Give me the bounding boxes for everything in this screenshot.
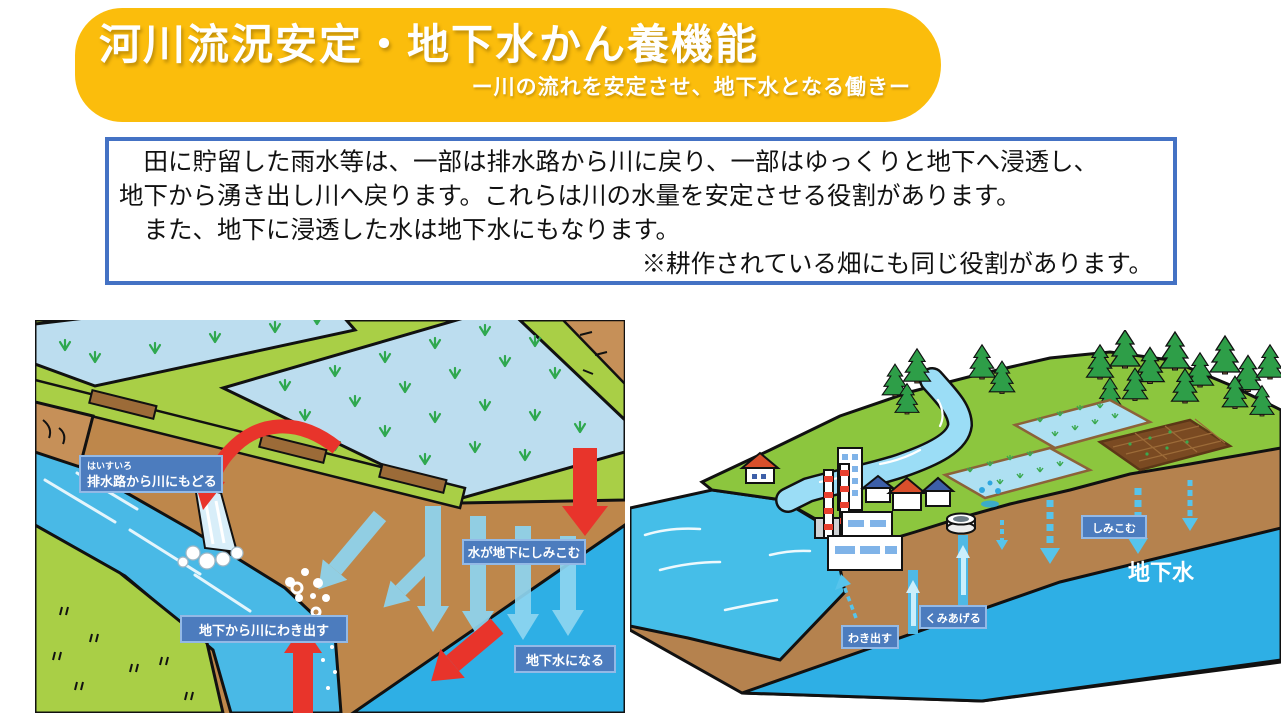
label-drain-text: 排水路から川にもどる xyxy=(87,474,217,489)
description-line-1: 田に貯留した雨水等は、一部は排水路から川に戻り、一部はゆっくりと地下へ浸透し、 xyxy=(119,149,1099,176)
description-line-3: また、地下に浸透した水は地下水にもなります。 xyxy=(119,217,681,244)
left-illustration: はいすいろ 排水路から川にもどる 水が地下にしみこむ 地下から川にわき出す 地下… xyxy=(35,320,625,713)
grass-bank xyxy=(35,523,225,713)
cross-section-flows xyxy=(835,480,1198,634)
label-drain-to-river: はいすいろ 排水路から川にもどる xyxy=(79,455,223,493)
svg-text:わき出す: わき出す xyxy=(848,631,892,645)
svg-text:地下水になる: 地下水になる xyxy=(526,653,604,668)
factory xyxy=(823,463,903,571)
page-title: 河川流況安定・地下水かん養機能 xyxy=(99,21,760,68)
svg-text:水が地下にしみこむ: 水が地下にしみこむ xyxy=(468,545,581,560)
spring-bubbles xyxy=(285,568,337,690)
label-becomes-groundwater: 地下水になる xyxy=(514,645,616,673)
label-seep: しみこむ xyxy=(1081,515,1147,539)
label-spring-to-river: 地下から川にわき出す xyxy=(180,615,348,643)
description-box: 田に貯留した雨水等は、一部は排水路から川に戻り、一部はゆっくりと地下へ浸透し、 … xyxy=(105,137,1177,285)
buildings xyxy=(739,447,1001,571)
label-pump-up: くみあげる xyxy=(919,605,987,629)
spring-drops xyxy=(979,480,1001,508)
house-left xyxy=(739,451,781,484)
drainage-channel xyxy=(35,378,467,510)
label-spring-out: わき出す xyxy=(841,625,899,649)
label-seep-underground: 水が地下にしみこむ xyxy=(462,539,586,565)
well xyxy=(946,512,976,535)
right-illustration: しみこむ くみあげる わき出す 地下水 xyxy=(630,330,1281,703)
houses-cluster xyxy=(860,474,956,511)
description-line-4: ※耕作されている畑にも同じ役割があります。 xyxy=(641,251,1153,278)
label-groundwater: 地下水 xyxy=(1128,560,1195,585)
rice-paddies xyxy=(35,320,625,505)
svg-text:地下から川にわき出す: 地下から川にわき出す xyxy=(199,623,329,638)
description-line-2: 地下から湧き出し川へ戻ります。これらは川の水量を安定させる役割があります。 xyxy=(119,183,1021,210)
fields xyxy=(941,398,1234,500)
groundwater-layer xyxy=(741,526,1281,703)
title-banner: 河川流況安定・地下水かん養機能 ー川の流れを安定させ、地下水となる働きー xyxy=(75,8,941,122)
label-drain-furigana: はいすいろ xyxy=(87,461,132,471)
svg-text:くみあげる: くみあげる xyxy=(925,611,980,625)
svg-text:しみこむ: しみこむ xyxy=(1092,522,1136,535)
page-subtitle: ー川の流れを安定させ、地下水となる働きー xyxy=(471,76,911,100)
